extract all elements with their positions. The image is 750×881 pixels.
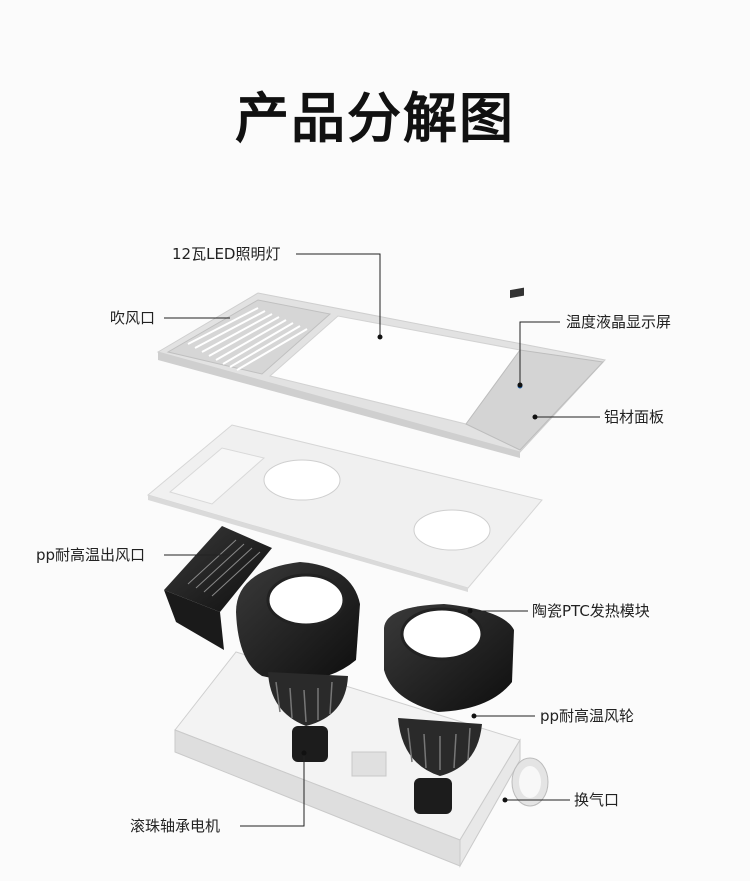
label-lcd-display: 温度液晶显示屏 <box>566 313 672 331</box>
right-blower <box>384 604 514 814</box>
label-led-light: 12瓦LED照明灯 <box>172 245 281 263</box>
label-vent: 换气口 <box>574 791 620 809</box>
label-aluminum-panel: 铝材面板 <box>604 408 665 426</box>
left-blower <box>236 562 360 762</box>
pp-outlet <box>164 526 272 650</box>
label-fan-wheel: pp耐高温风轮 <box>540 707 635 725</box>
label-air-outlet: 吹风口 <box>110 309 156 327</box>
label-ptc-module: 陶瓷PTC发热模块 <box>532 602 650 620</box>
page-title: 产品分解图 <box>235 87 515 150</box>
top-panel <box>156 287 606 458</box>
aluminum-frame <box>146 424 543 592</box>
label-bearing-motor: 滚珠轴承电机 <box>130 817 221 835</box>
leader-lines <box>164 253 600 827</box>
label-pp-outlet: pp耐高温出风口 <box>36 546 146 564</box>
